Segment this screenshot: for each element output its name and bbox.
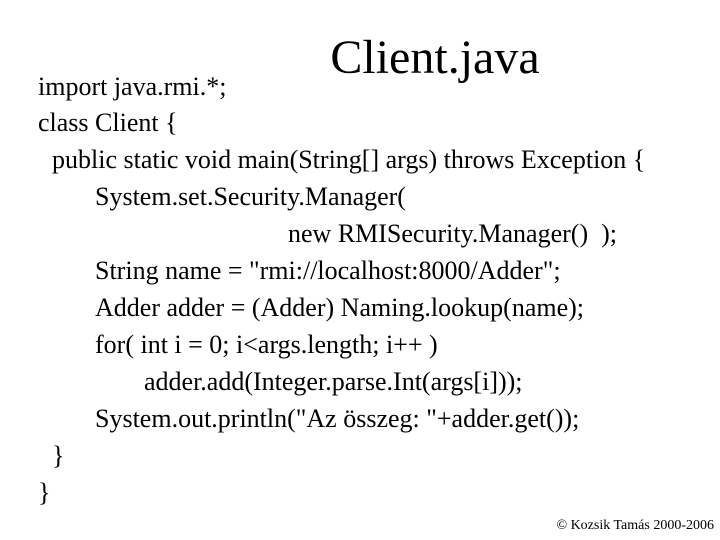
code-line-close-class: } bbox=[38, 478, 51, 507]
code-line-main: public static void main(String[] args) t… bbox=[52, 145, 646, 174]
code-line-println: System.out.println("Az összeg: "+adder.g… bbox=[95, 404, 580, 433]
code-line-import: import java.rmi.*; bbox=[38, 72, 227, 101]
code-line-adder-lookup: Adder adder = (Adder) Naming.lookup(name… bbox=[95, 293, 584, 322]
code-line-security-manager: System.set.Security.Manager( bbox=[95, 182, 406, 211]
code-line-class: class Client { bbox=[38, 108, 178, 137]
copyright-footer: © Kozsik Tamás 2000-2006 bbox=[556, 518, 714, 533]
code-line-adder-add: adder.add(Integer.parse.Int(args[i])); bbox=[144, 367, 523, 396]
code-line-close-main: } bbox=[52, 441, 65, 470]
code-line-for-loop: for( int i = 0; i<args.length; i++ ) bbox=[95, 330, 438, 359]
code-line-new-rmi-security-manager: new RMISecurity.Manager() ); bbox=[288, 219, 617, 248]
code-line-string-name: String name = "rmi://localhost:8000/Adde… bbox=[95, 256, 561, 285]
slide-title: Client.java bbox=[330, 31, 540, 84]
